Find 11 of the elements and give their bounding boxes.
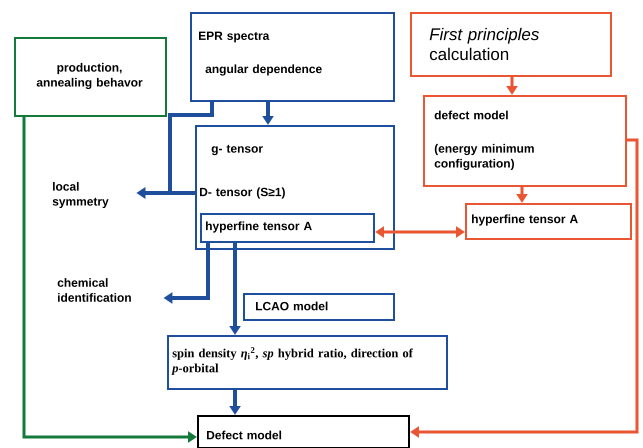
- side-label: local symmetry: [52, 182, 109, 208]
- process-box: EPR spectra angular dependence: [190, 12, 395, 102]
- process-box: hyperfine tensor A: [465, 203, 632, 240]
- side-label: chemical identification: [58, 278, 131, 302]
- process-box: Defect model: [197, 415, 410, 448]
- process-box: LCAO model: [243, 293, 395, 321]
- process-box: hyperfine tensor A: [200, 213, 375, 243]
- process-box: defect model (energy minimum configuration): [423, 95, 627, 187]
- process-box: production, annealing behavor: [14, 37, 167, 117]
- process-box: First principles calculation: [410, 12, 612, 77]
- process-box: spin density η$_{i}$$^{2}$, sp hybrid ratio, direction of p-orbital: [167, 335, 448, 390]
